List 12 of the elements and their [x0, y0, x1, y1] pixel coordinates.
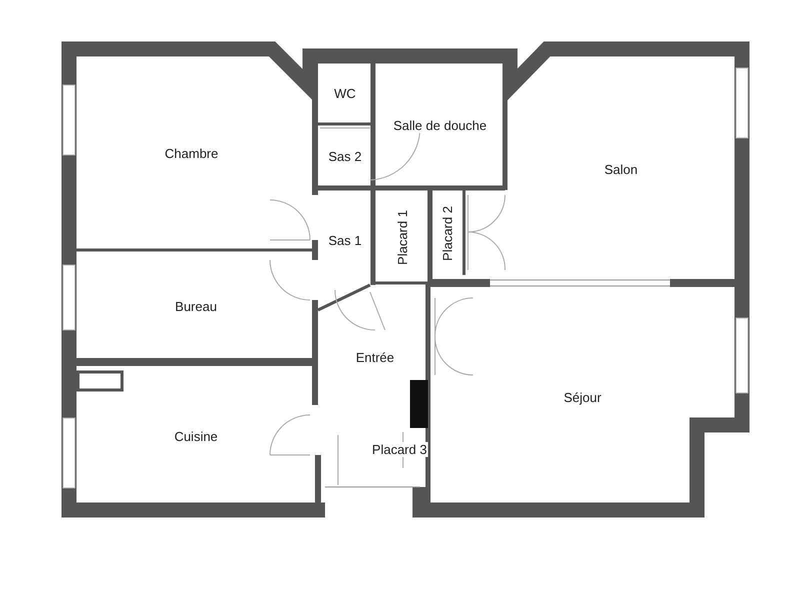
room-label: Placard 1 — [394, 208, 410, 266]
room-label: Cuisine — [173, 428, 219, 444]
room-label: Salle de douche — [392, 118, 488, 132]
room-label: WC — [333, 86, 357, 100]
room-label: Placard 3 — [371, 442, 428, 456]
room-label: Sas 2 — [327, 148, 363, 164]
room-label: Placard 2 — [440, 204, 455, 262]
room-label: Entrée — [354, 350, 396, 365]
room-label: Séjour — [562, 390, 602, 404]
room-label: Sas 1 — [327, 232, 363, 248]
room-label: Salon — [603, 162, 639, 176]
room-label: Chambre — [164, 146, 220, 160]
